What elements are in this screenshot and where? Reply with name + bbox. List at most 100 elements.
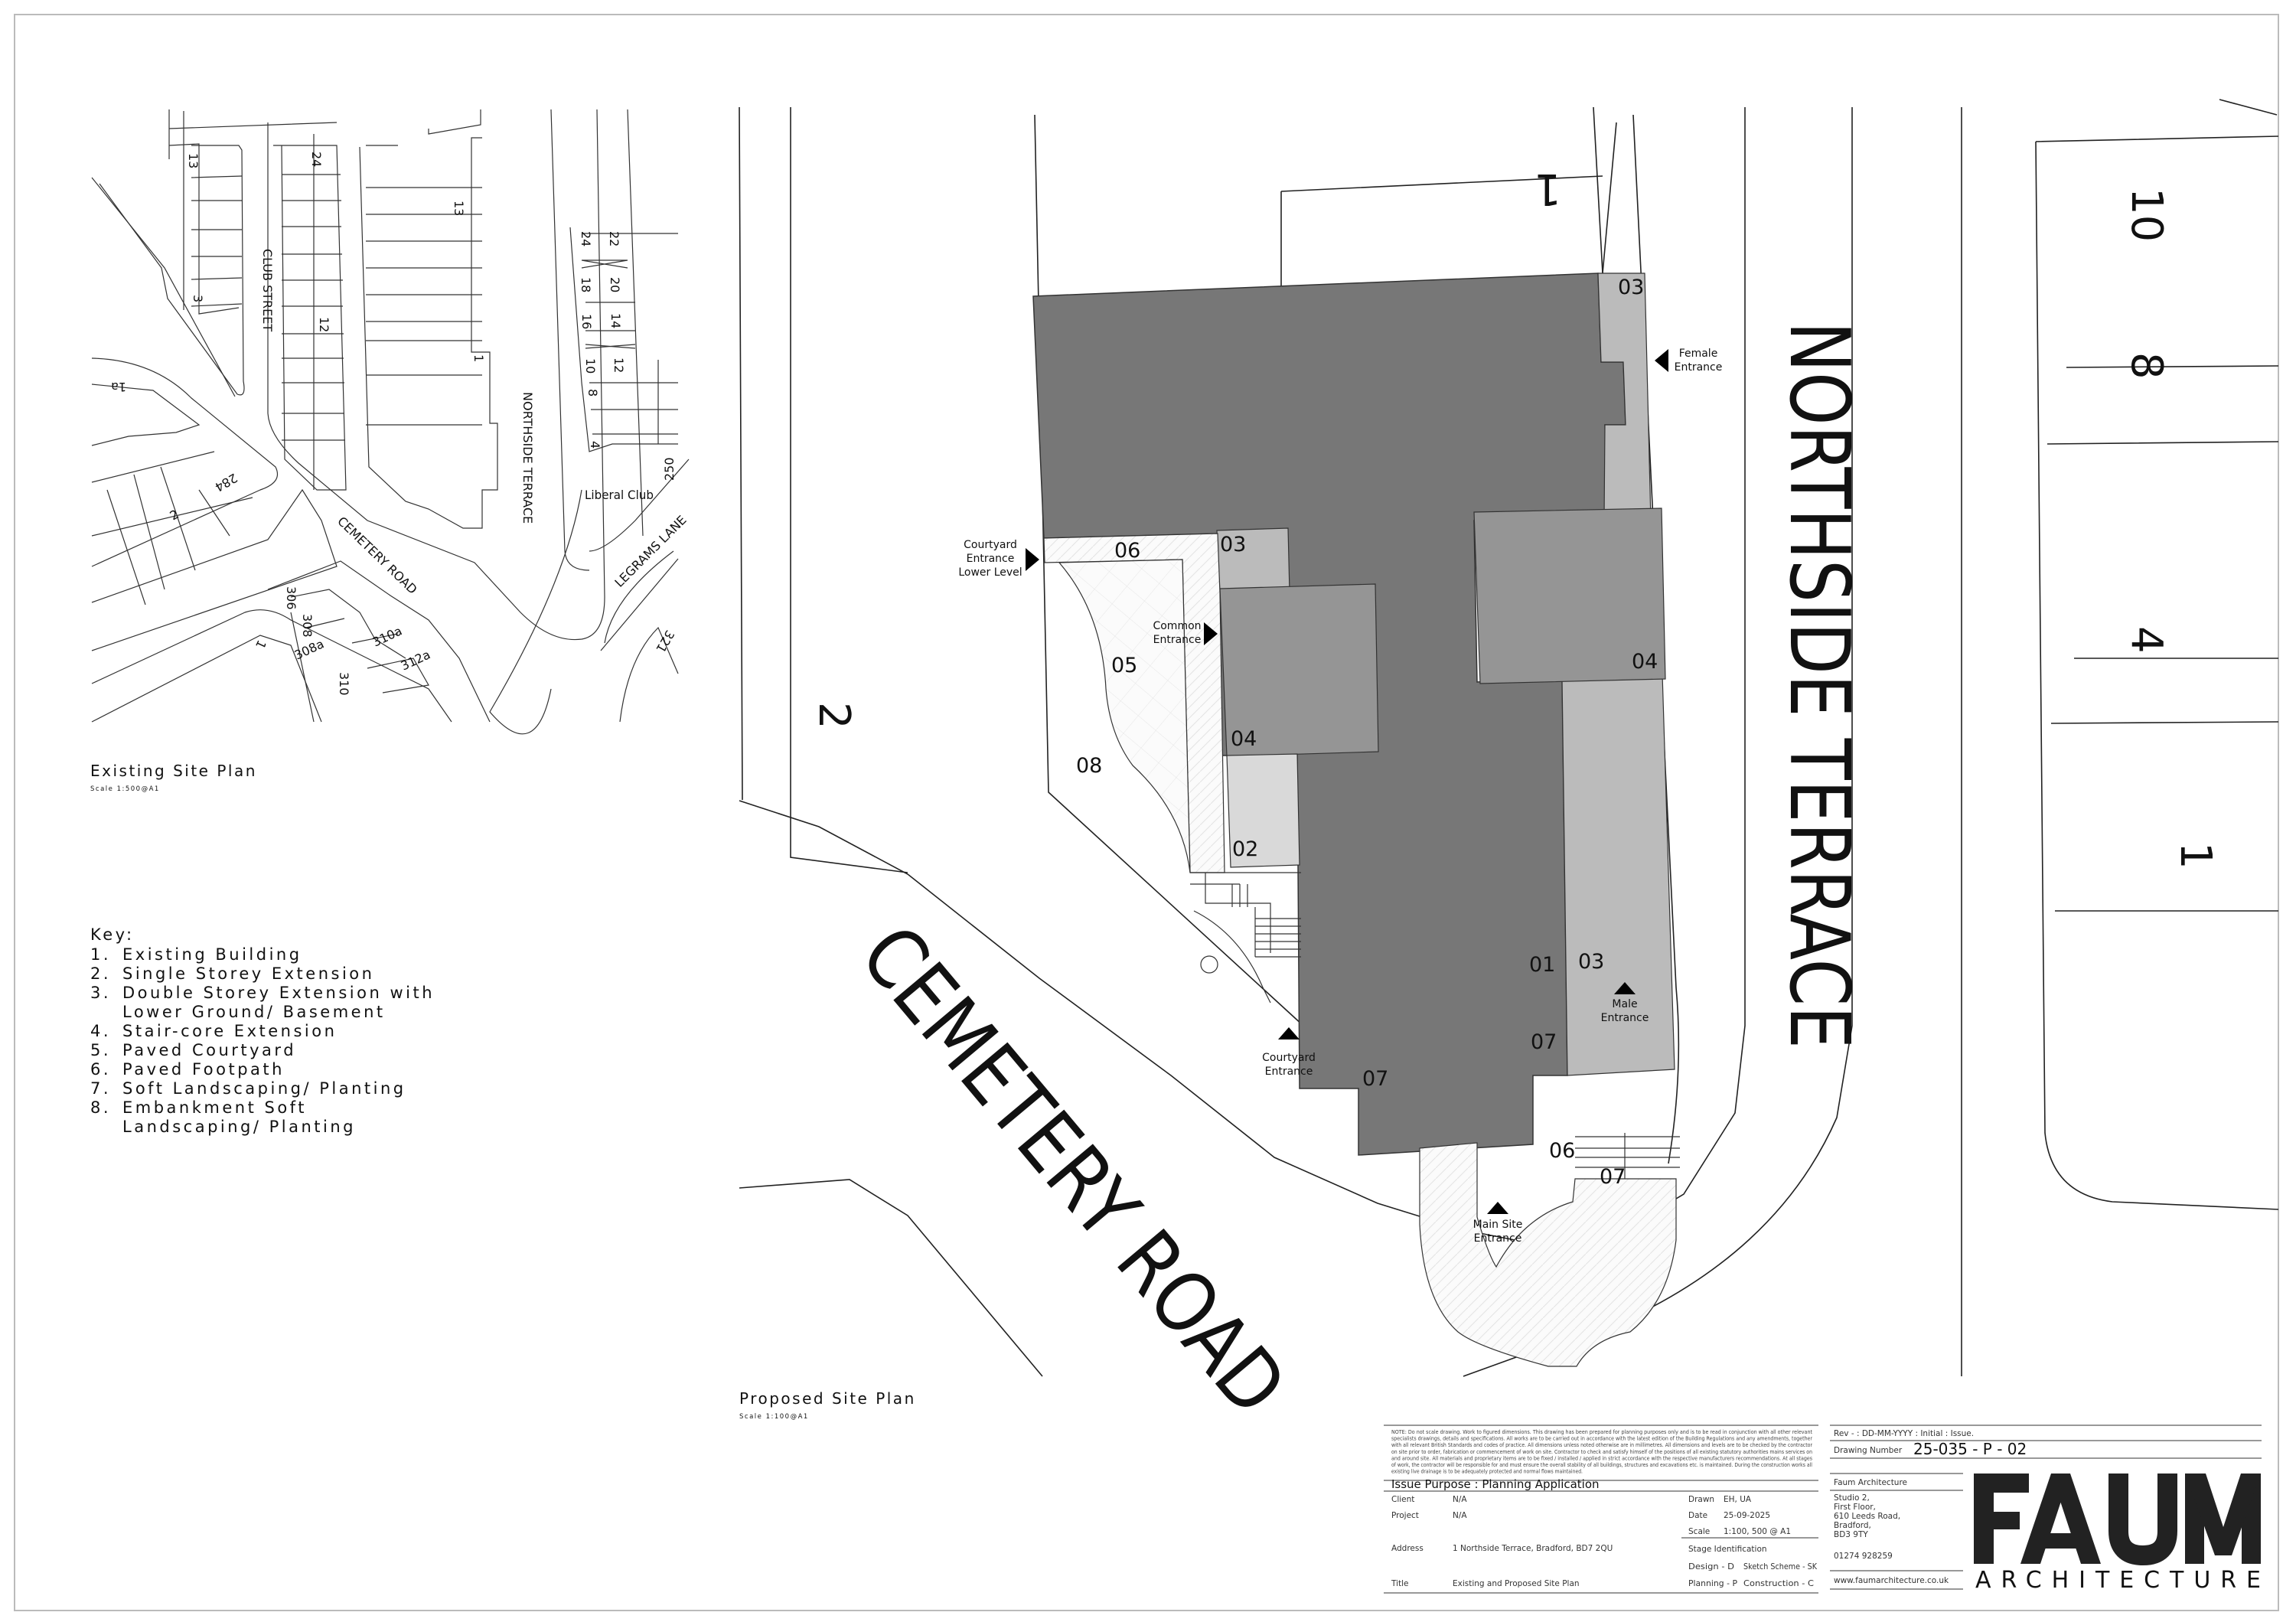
key-item-number: 1. — [90, 945, 111, 964]
note-line: of work, the contractor will be responsi… — [1391, 1462, 1812, 1468]
stage-label: Stage Identification — [1688, 1545, 1767, 1554]
house-number: 308 — [300, 614, 315, 638]
sheet-border — [14, 14, 2279, 1611]
entrance-label: Courtyard — [964, 539, 1017, 551]
drawing-number-label: Drawing Number — [1834, 1446, 1903, 1455]
entrance-arrow-icon — [1278, 1027, 1300, 1039]
zone-single-storey — [1226, 753, 1300, 868]
key-heading: Key: — [90, 925, 135, 944]
house-number: 1 — [471, 354, 486, 362]
faum-logo-subtitle: ARCHITECTURE — [1975, 1567, 2261, 1594]
zone-paved-courtyard — [1058, 559, 1191, 873]
entrance-label: Female — [1679, 348, 1718, 360]
zone-label: 03 — [1220, 533, 1246, 556]
entrance-common: Common Entrance — [1153, 620, 1218, 646]
street-label: CEMETERY ROAD — [334, 514, 420, 597]
drawing-notes: NOTE: Do not scale drawing. Work to figu… — [1391, 1429, 1813, 1475]
drawn-value: EH, UA — [1724, 1495, 1752, 1504]
zone-label: 02 — [1232, 837, 1258, 861]
stairs — [1190, 872, 1680, 1179]
entrance-courtyard-lower: Courtyard Entrance Lower Level — [958, 539, 1039, 579]
zone-label: 06 — [1114, 539, 1140, 563]
plot-number: 10 — [2122, 188, 2171, 242]
key-item-number: 3. — [90, 984, 111, 1002]
zone-label: 06 — [1549, 1139, 1575, 1163]
house-number: 308a — [292, 636, 327, 662]
key-item-label: Paved Courtyard — [122, 1041, 296, 1059]
client-label: Client — [1391, 1495, 1414, 1504]
plot-number: 8 — [2122, 352, 2171, 380]
entrance-label: Entrance — [1474, 1232, 1522, 1245]
key-item-number: 7. — [90, 1079, 111, 1098]
zone-label: 08 — [1076, 754, 1102, 778]
project-label: Project — [1391, 1511, 1419, 1520]
zone-label: 04 — [1231, 727, 1257, 751]
plot-number: 1 — [2170, 842, 2220, 870]
house-number: 321 — [653, 628, 677, 655]
entrance-arrow-icon — [1655, 349, 1668, 372]
house-number: 22 — [607, 231, 621, 246]
zone-paved-footpath-south — [1419, 1142, 1677, 1367]
key-item-number: 8. — [90, 1098, 111, 1117]
address-value: 1 Northside Terrace, Bradford, BD7 2QU — [1453, 1544, 1613, 1553]
house-number: 12 — [317, 317, 331, 332]
revision: Rev - : DD-MM-YYYY : Initial : Issue. — [1834, 1429, 1974, 1438]
street-label: LEGRAMS LANE — [612, 513, 689, 590]
zone-label: 03 — [1578, 950, 1604, 974]
entrance-label: Entrance — [1675, 361, 1723, 374]
zone-label: 04 — [1632, 650, 1658, 674]
house-number: 8 — [585, 389, 600, 397]
plot-number: 4 — [2122, 626, 2171, 654]
stage-construction: Construction - C — [1743, 1579, 1814, 1588]
zone-stair-core-east — [1473, 507, 1666, 684]
house-number: 306 — [284, 586, 298, 610]
key-item-label: Stair-core Extension — [122, 1022, 337, 1040]
entrance-label: Entrance — [1601, 1012, 1649, 1024]
zone-label: 03 — [1618, 276, 1644, 299]
note-line: specialists drawings, details and specif… — [1391, 1436, 1812, 1442]
note-line: NOTE: Do not scale drawing. Work to figu… — [1391, 1429, 1812, 1435]
date-value: 25-09-2025 — [1724, 1511, 1770, 1520]
entrance-main-site: Main Site Entrance — [1473, 1202, 1523, 1245]
entrance-label: Common — [1153, 620, 1201, 632]
zone-label: 01 — [1529, 953, 1555, 977]
entrance-male: Male Entrance — [1601, 982, 1649, 1024]
entrance-arrow-icon — [1204, 622, 1218, 645]
proposed-site-plan: 03 06 03 05 04 04 08 02 01 03 07 07 06 0… — [739, 99, 2279, 1433]
entrance-label: Entrance — [1153, 634, 1202, 646]
house-number: 24 — [579, 231, 593, 246]
key-item-label: Landscaping/ Planting — [122, 1118, 356, 1136]
zone-labels: 03 06 03 05 04 04 08 02 01 03 07 07 06 0… — [1076, 276, 1658, 1189]
key-item-label: Soft Landscaping/ Planting — [122, 1079, 406, 1098]
key-item-number: 5. — [90, 1041, 111, 1059]
entrance-label: Entrance — [967, 553, 1015, 565]
entrance-arrow-icon — [1614, 982, 1636, 994]
road-label-northside-terrace: NORTHSIDE TERRACE — [1771, 321, 1867, 1049]
date-label: Date — [1688, 1511, 1707, 1520]
entrance-arrow-icon — [1487, 1202, 1508, 1214]
stage-planning: Planning - P — [1688, 1579, 1737, 1588]
existing-plan-scale: Scale 1:500@A1 — [90, 785, 160, 793]
house-number: 310 — [337, 672, 351, 696]
entrance-label: Main Site — [1473, 1219, 1523, 1231]
drawing-number: 25-035 - P - 02 — [1913, 1440, 2027, 1458]
house-number: 24 — [309, 152, 324, 167]
key-item-label: Lower Ground/ Basement — [122, 1003, 386, 1021]
entrance-arrow-icon — [1026, 548, 1039, 571]
note-line: and around site. All materials and propr… — [1391, 1455, 1813, 1461]
stage-design: Design - D — [1688, 1562, 1734, 1571]
address-line: Bradford, — [1834, 1521, 1871, 1530]
existing-site-plan: CLUB STREET NORTHSIDE TERRACE CEMETERY R… — [90, 109, 690, 793]
zone-double-storey-north — [1597, 273, 1652, 522]
company-phone: 01274 928259 — [1834, 1552, 1893, 1561]
company-website[interactable]: www.faumarchitecture.co.uk — [1834, 1576, 1949, 1585]
project-value: N/A — [1453, 1511, 1467, 1520]
plot-number: 2 — [809, 702, 859, 729]
key-item-number: 6. — [90, 1060, 111, 1079]
key-item-number: 2. — [90, 964, 111, 983]
address-line: First Floor, — [1834, 1503, 1876, 1512]
entrance-courtyard: Courtyard Entrance — [1262, 1027, 1316, 1078]
key-item-number: 4. — [90, 1022, 111, 1040]
key-item-label: Single Storey Extension — [122, 964, 374, 983]
